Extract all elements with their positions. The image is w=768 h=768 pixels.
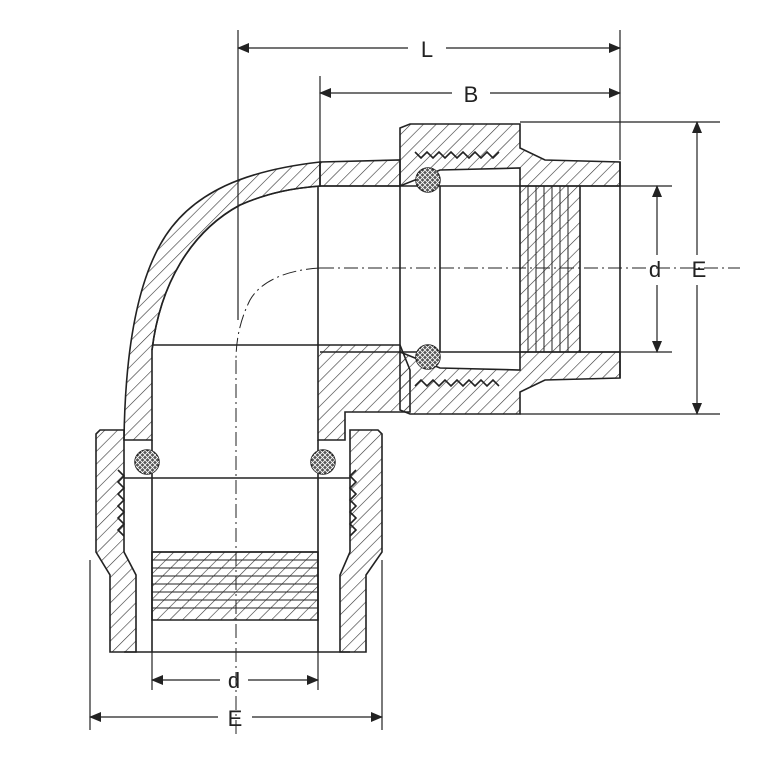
elbow-body (123, 159, 411, 441)
dim-label-L: L (421, 37, 433, 62)
bottom-o-ring (134, 449, 336, 475)
dim-label-E-right: E (692, 257, 707, 282)
right-o-ring (415, 167, 441, 370)
center-lines (235, 267, 740, 735)
dim-label-d-bottom: d (228, 668, 240, 693)
bottom-nut (95, 429, 383, 653)
dim-label-E-bottom: E (228, 706, 243, 731)
right-nut (320, 123, 621, 415)
dim-label-B: B (464, 82, 479, 107)
dimension-lines (89, 30, 720, 730)
dim-label-d-right: d (649, 257, 661, 282)
